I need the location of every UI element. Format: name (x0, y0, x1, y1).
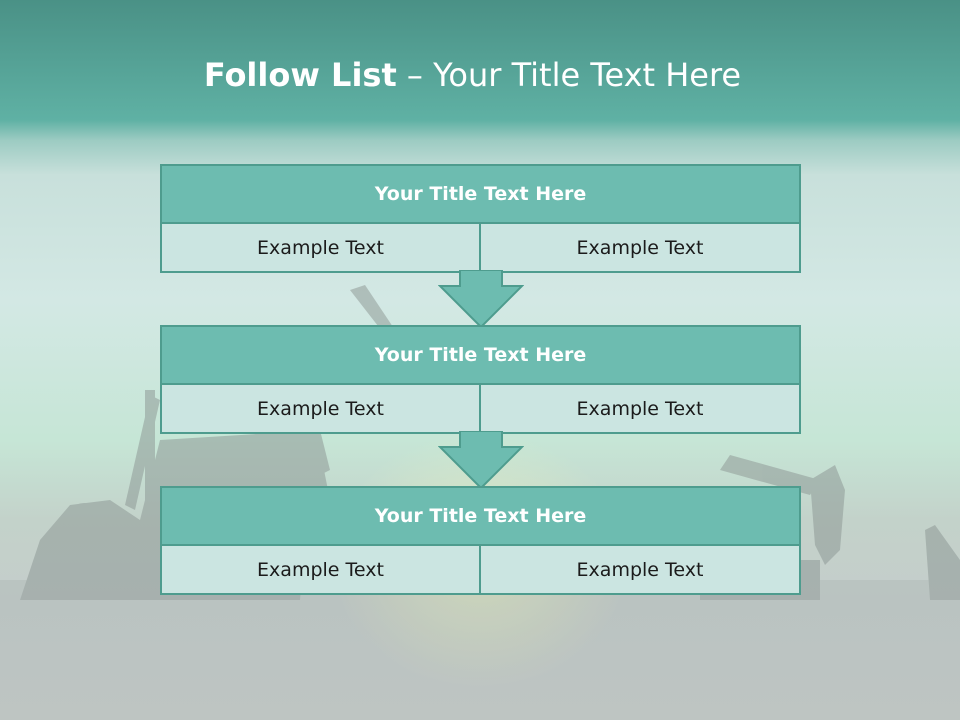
block-cell-right: Example Text (479, 544, 801, 595)
block-title: Your Title Text Here (160, 486, 801, 546)
block-cell-right: Example Text (479, 383, 801, 434)
slide-title: Follow List – Your Title Text Here (0, 56, 945, 94)
list-block-2: Your Title Text Here Example Text Exampl… (160, 325, 801, 434)
block-title: Your Title Text Here (160, 164, 801, 224)
block-cell-left: Example Text (160, 222, 481, 273)
list-block-3: Your Title Text Here Example Text Exampl… (160, 486, 801, 595)
title-bold: Follow List (203, 56, 397, 94)
block-cell-right: Example Text (479, 222, 801, 273)
block-title: Your Title Text Here (160, 325, 801, 385)
block-cell-left: Example Text (160, 544, 481, 595)
down-arrow-icon (438, 431, 524, 489)
list-block-1: Your Title Text Here Example Text Exampl… (160, 164, 801, 273)
block-cell-left: Example Text (160, 383, 481, 434)
down-arrow-icon (438, 270, 524, 328)
title-rest: – Your Title Text Here (396, 56, 742, 94)
